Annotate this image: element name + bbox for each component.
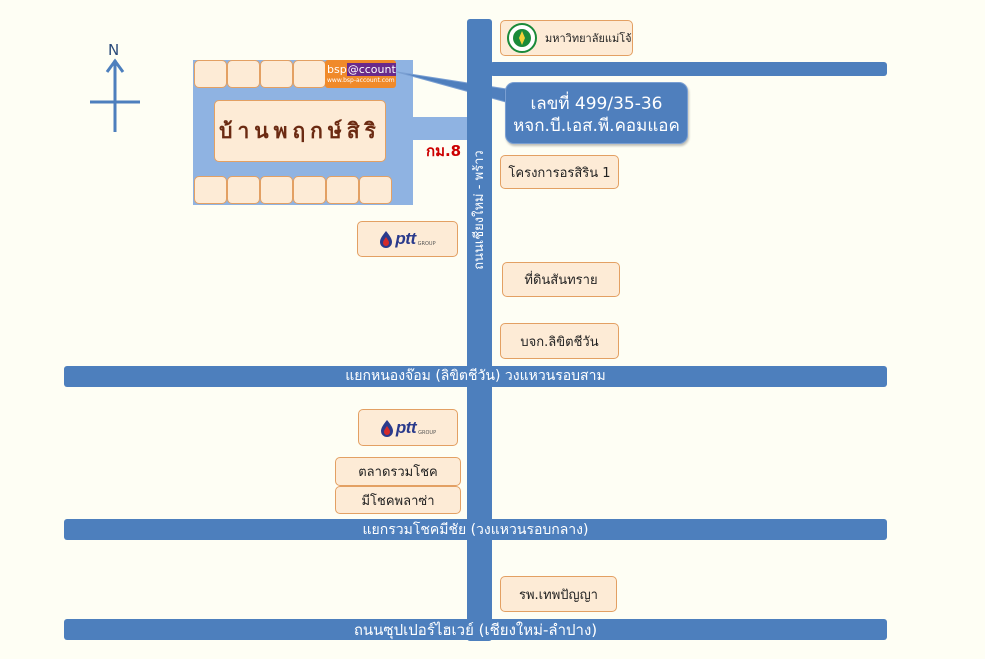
road-superhighway	[64, 619, 887, 640]
estate-entry-road	[413, 117, 469, 140]
road-ring-middle	[64, 519, 887, 540]
address-callout: เลขที่ 499/35-36 หจก.บี.เอส.พี.คอมแอค	[505, 82, 688, 144]
landmark-mechok-plaza: มีโชคพลาซ่า	[335, 486, 461, 514]
bsp-logo-part2: @ccount	[346, 63, 396, 76]
road-superhighway-label: ถนนซุปเปอร์ไฮเวย์ (เชียงใหม่-ลำปาง)	[353, 621, 598, 639]
university-seal-icon	[507, 23, 537, 53]
road-top-branch	[490, 62, 887, 76]
ptt-flame-icon	[380, 231, 393, 248]
callout-address: เลขที่ 499/35-36	[530, 94, 663, 114]
ptt-flame-icon	[380, 419, 393, 437]
compass-north-label: N	[108, 41, 120, 59]
road-ring-middle-label: แยกรวมโชคมีชัย (วงแหวนรอบกลาง)	[362, 522, 589, 538]
landmark-likitchiwan-company: บจก.ลิขิตชีวัน	[500, 323, 619, 359]
callout-company: หจก.บี.เอส.พี.คอมแอค	[513, 116, 680, 136]
landmark-ruamchok-market: ตลาดรวมโชค	[335, 457, 461, 486]
km-label: กม.8	[426, 142, 462, 160]
compass-arrow-icon	[90, 58, 140, 132]
landmark-orasirin-project: โครงการอรสิริน 1	[500, 155, 619, 189]
road-vertical-label: ถนนเชียงใหม่ - พร้าว	[472, 150, 487, 270]
bsp-account-logo: bsp@ccount www.bsp-account.com	[325, 60, 396, 88]
estate-name-label: บ้านพฤกษ์สิริ	[214, 100, 386, 162]
ptt-station-lower: ptt GROUP	[358, 409, 458, 446]
road-ring3-label: แยกหนองจ๊อม (ลิขิตชีวัน) วงแหวนรอบสาม	[345, 368, 606, 384]
road-ring3	[64, 366, 887, 387]
landmark-theppanya-hospital: รพ.เทพปัญญา	[500, 576, 617, 612]
bsp-logo-part1: bsp	[327, 63, 347, 76]
bsp-logo-url: www.bsp-account.com	[327, 77, 395, 84]
landmark-maejo-university: มหาวิทยาลัยแม่โจ้	[500, 20, 633, 56]
ptt-station-upper: ptt GROUP	[357, 221, 458, 257]
road-vertical-chiangmai-phrao	[467, 19, 492, 641]
landmark-sansai-land: ที่ดินสันทราย	[502, 262, 620, 297]
